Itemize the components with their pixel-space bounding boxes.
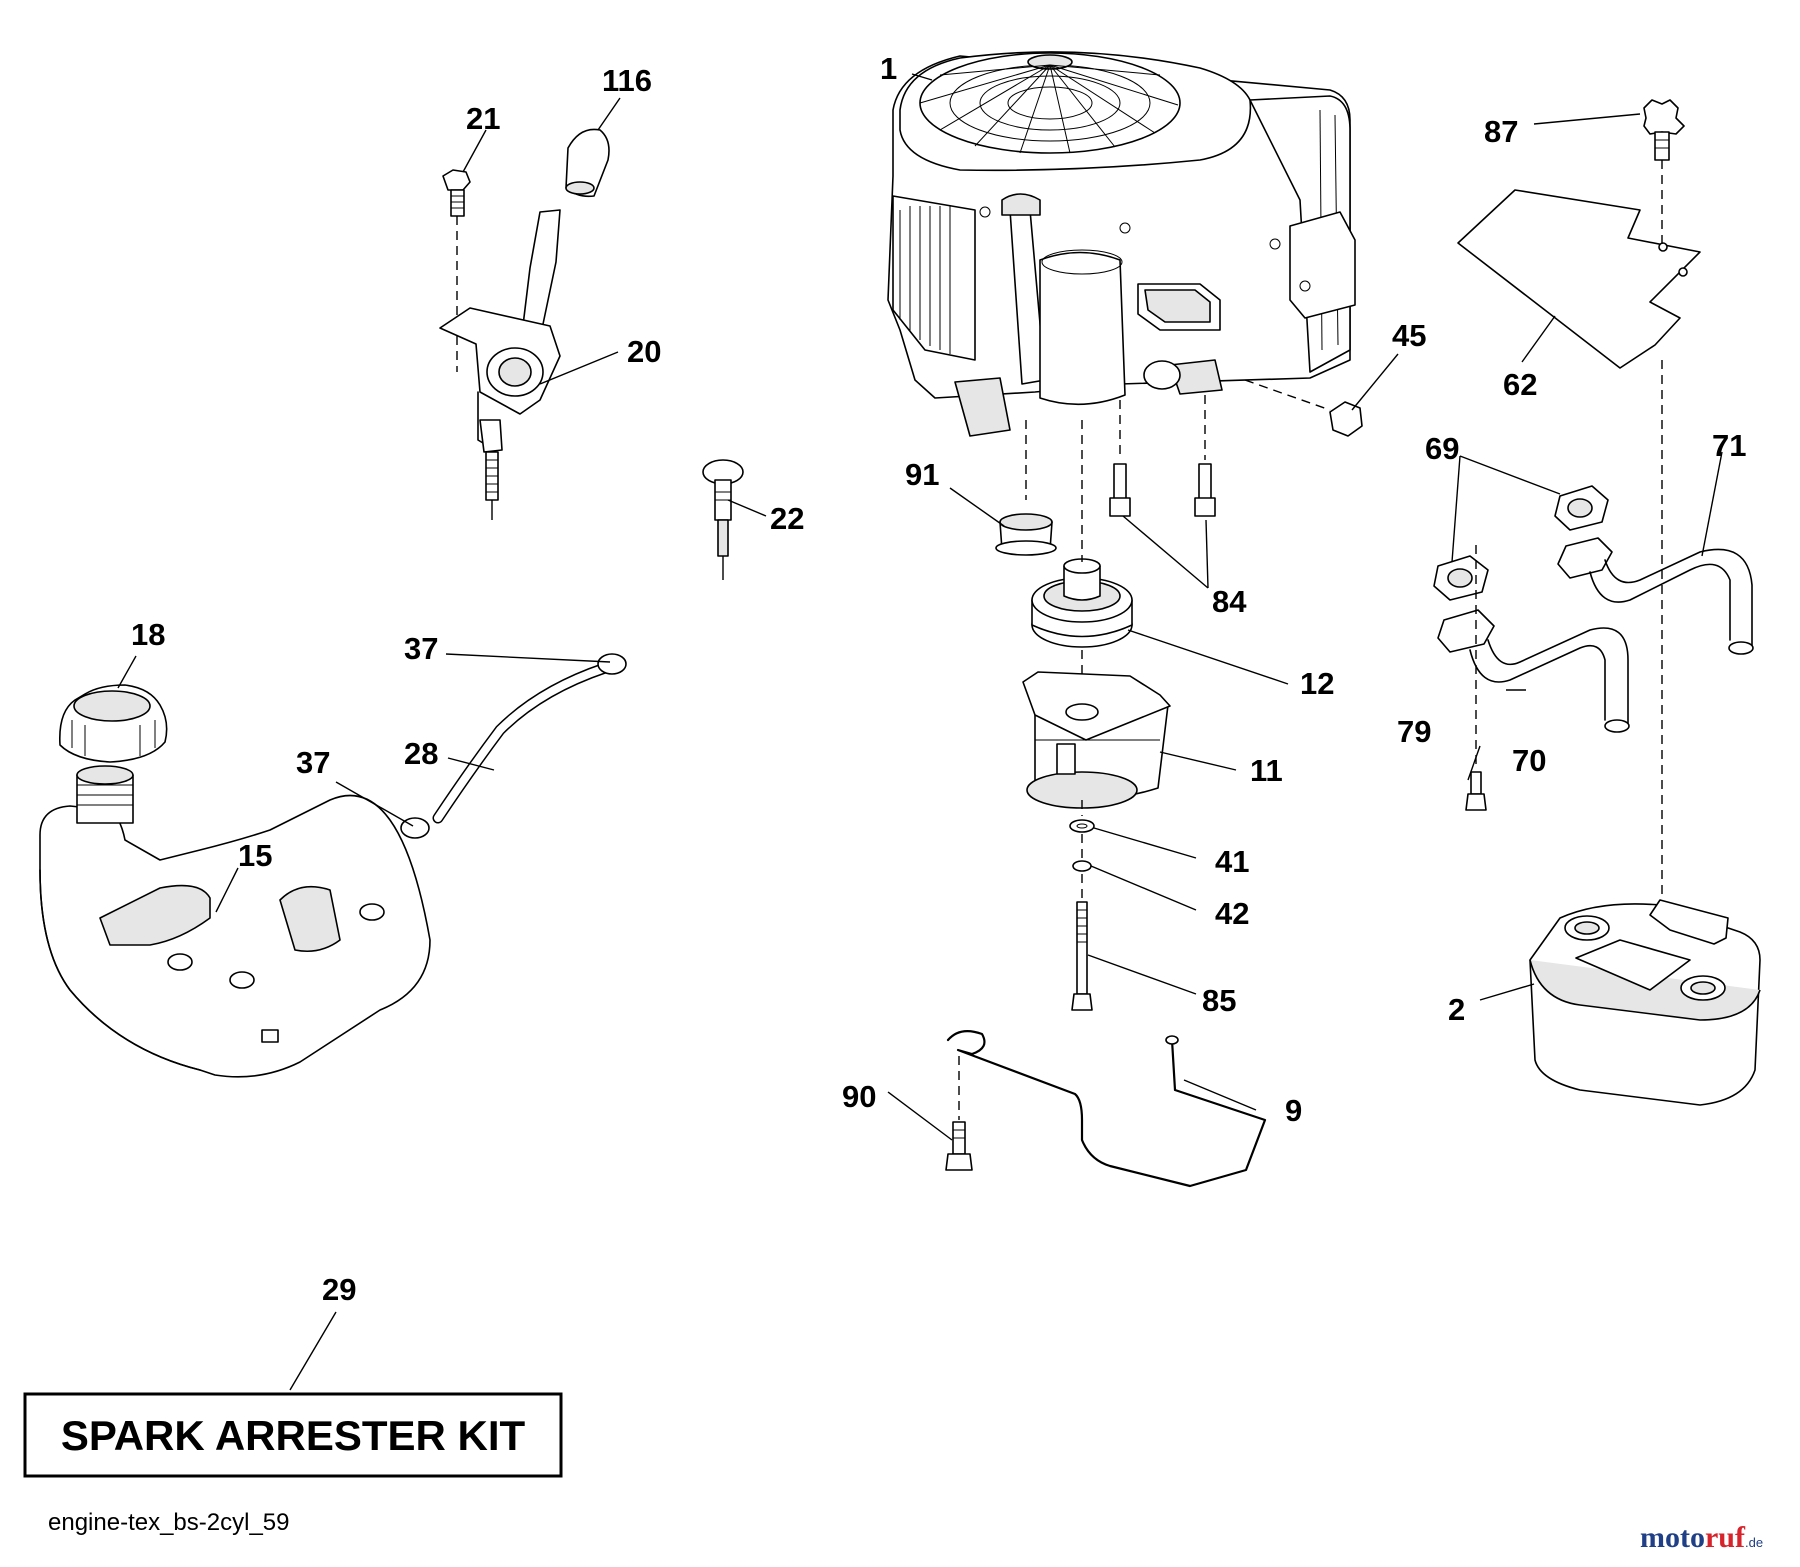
muffler bbox=[1529, 899, 1761, 1106]
hex-nut bbox=[1244, 379, 1363, 437]
fuel-cap bbox=[58, 684, 168, 763]
fuel-line bbox=[400, 653, 627, 839]
callout-90: 90 bbox=[842, 1079, 876, 1114]
leader-lines bbox=[117, 73, 1723, 1391]
logo-part-a: moto bbox=[1640, 1521, 1705, 1554]
callout-37-top: 37 bbox=[404, 631, 438, 666]
exhaust-pipes bbox=[1433, 485, 1754, 811]
callout-71: 71 bbox=[1712, 428, 1746, 463]
callout-18: 18 bbox=[131, 617, 165, 652]
callout-79: 79 bbox=[1397, 714, 1431, 749]
mount-bolts bbox=[995, 395, 1216, 556]
callout-15: 15 bbox=[238, 838, 272, 873]
callout-42: 42 bbox=[1215, 896, 1249, 931]
logo-part-b: ruf bbox=[1705, 1521, 1746, 1554]
callout-70: 70 bbox=[1512, 743, 1546, 778]
callout-84: 84 bbox=[1212, 584, 1247, 619]
callout-37-bottom: 37 bbox=[296, 745, 330, 780]
callout-2: 2 bbox=[1448, 992, 1465, 1027]
pto-assembly bbox=[1022, 420, 1171, 1011]
motoruf-logo: motoruf.de bbox=[1640, 1521, 1763, 1554]
svg-text:motoruf.de: motoruf.de bbox=[1640, 1521, 1763, 1554]
logo-suffix: .de bbox=[1745, 1535, 1763, 1550]
spark-arrester-kit-label: SPARK ARRESTER KIT bbox=[61, 1412, 526, 1459]
callout-69: 69 bbox=[1425, 431, 1459, 466]
heat-shield bbox=[1457, 99, 1701, 920]
primer-plunger bbox=[702, 459, 744, 580]
callout-62: 62 bbox=[1503, 367, 1537, 402]
link-rod bbox=[945, 1029, 1267, 1188]
callout-20: 20 bbox=[627, 334, 661, 369]
diagram-reference: engine-tex_bs-2cyl_59 bbox=[48, 1509, 290, 1536]
callout-12: 12 bbox=[1300, 666, 1334, 701]
callout-11: 11 bbox=[1250, 753, 1283, 788]
callout-9: 9 bbox=[1285, 1093, 1302, 1128]
callout-91: 91 bbox=[905, 457, 939, 492]
callout-45: 45 bbox=[1392, 318, 1426, 353]
callout-41: 41 bbox=[1215, 844, 1249, 879]
throttle-control bbox=[439, 128, 610, 520]
callout-21: 21 bbox=[466, 101, 500, 136]
callout-29: 29 bbox=[322, 1272, 356, 1307]
callout-87: 87 bbox=[1484, 114, 1518, 149]
callout-numbers: 1 116 21 20 87 62 45 69 71 91 84 22 18 3… bbox=[131, 51, 1746, 1307]
fuel-tank bbox=[39, 765, 431, 1078]
callout-1: 1 bbox=[880, 51, 897, 86]
callout-85: 85 bbox=[1202, 983, 1236, 1018]
spark-arrester-kit-box: SPARK ARRESTER KIT bbox=[23, 1392, 563, 1478]
callout-28: 28 bbox=[404, 736, 438, 771]
engine bbox=[887, 51, 1356, 437]
callout-116: 116 bbox=[602, 63, 652, 98]
callout-22: 22 bbox=[770, 501, 804, 536]
